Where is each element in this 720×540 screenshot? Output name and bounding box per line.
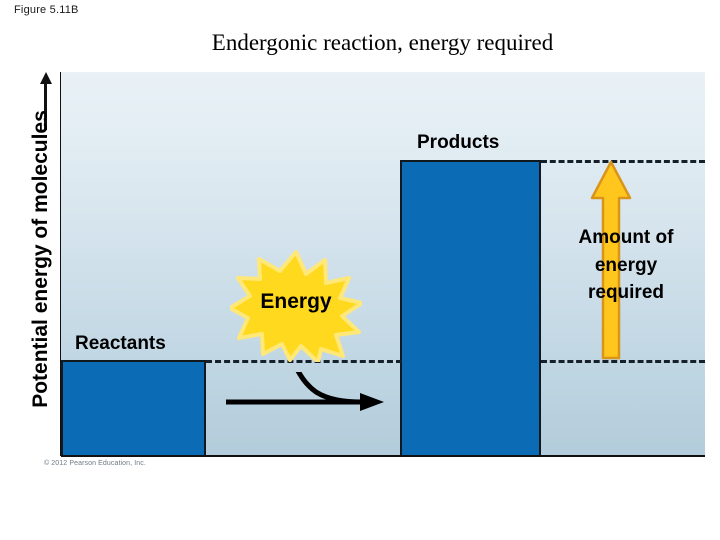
energy-starburst-icon	[230, 250, 362, 362]
amount-energy-line-3: required	[587, 282, 665, 304]
amount-energy-up-arrow-icon	[590, 160, 632, 360]
amount-energy-line-1: Amount of	[578, 227, 674, 248]
amount-energy-line-2: energy	[594, 254, 658, 276]
bar-label-reactants: Reactants	[75, 333, 166, 354]
bar-reactants	[61, 360, 206, 456]
bar-label-products: Products	[417, 132, 500, 153]
y-axis: Potential energy of molecules	[16, 72, 63, 456]
amount-energy-label: Amount of energy required	[551, 224, 701, 307]
figure-number-label: Figure 5.11B	[14, 4, 79, 16]
plot-baseline	[61, 455, 705, 457]
y-axis-label: Potential energy of molecules	[29, 110, 52, 408]
copyright-notice: © 2012 Pearson Education, Inc.	[44, 460, 146, 467]
guide-line-reactants-middle	[206, 360, 402, 363]
guide-line-products-right	[541, 160, 705, 163]
guide-line-reactants-right	[541, 360, 705, 363]
up-arrow-icon	[38, 72, 52, 130]
plot-area: Reactants Products Energy Amount of ener…	[61, 72, 705, 456]
reaction-flow-arrow-icon	[226, 372, 384, 411]
figure-title: Endergonic reaction, energy required	[211, 30, 554, 55]
bar-products	[400, 160, 541, 456]
